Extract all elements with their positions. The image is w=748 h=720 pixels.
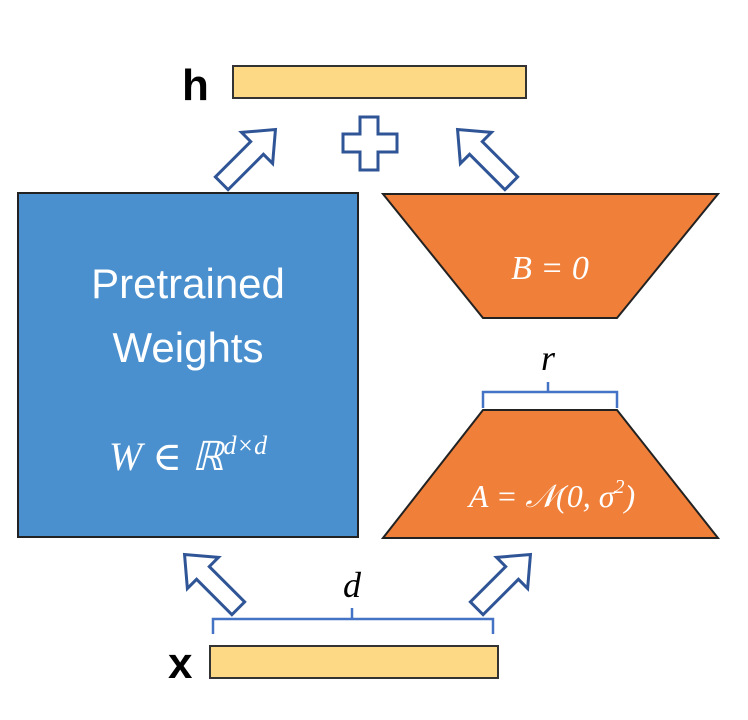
rank-brace — [481, 382, 619, 408]
arrow-up-left-icon — [213, 127, 278, 192]
pretrained-formula: W ∈ ℝd×d — [109, 431, 268, 479]
arrow-in-left-icon — [182, 552, 247, 617]
output-vector-h — [232, 65, 527, 99]
pretrained-title-line1: Pretrained — [91, 260, 285, 307]
matrix-a-formula-tail: ) — [623, 478, 636, 514]
rank-label: r — [541, 338, 556, 378]
matrix-a-block — [380, 409, 721, 539]
pretrained-weights-block — [17, 192, 359, 538]
dim-brace — [211, 608, 495, 634]
dim-label: d — [343, 565, 362, 605]
arrow-in-right-icon — [468, 552, 533, 617]
pretrained-formula-sup: d×d — [224, 431, 269, 460]
matrix-a-formula: A = 𝒩(0, σ2) — [467, 476, 635, 514]
input-vector-x — [209, 645, 499, 679]
matrix-a-formula-base: A = 𝒩(0, σ — [467, 478, 616, 514]
matrix-b-formula: B = 0 — [511, 250, 589, 287]
pretrained-title-line2: Weights — [113, 324, 264, 371]
matrix-a-formula-sup: 2 — [615, 476, 625, 498]
pretrained-formula-base: W ∈ ℝ — [109, 434, 226, 479]
plus-icon — [341, 115, 399, 172]
matrix-b-block — [380, 193, 721, 319]
arrow-up-right-icon — [455, 127, 520, 192]
output-label: h — [182, 61, 209, 110]
input-label: x — [168, 639, 193, 688]
